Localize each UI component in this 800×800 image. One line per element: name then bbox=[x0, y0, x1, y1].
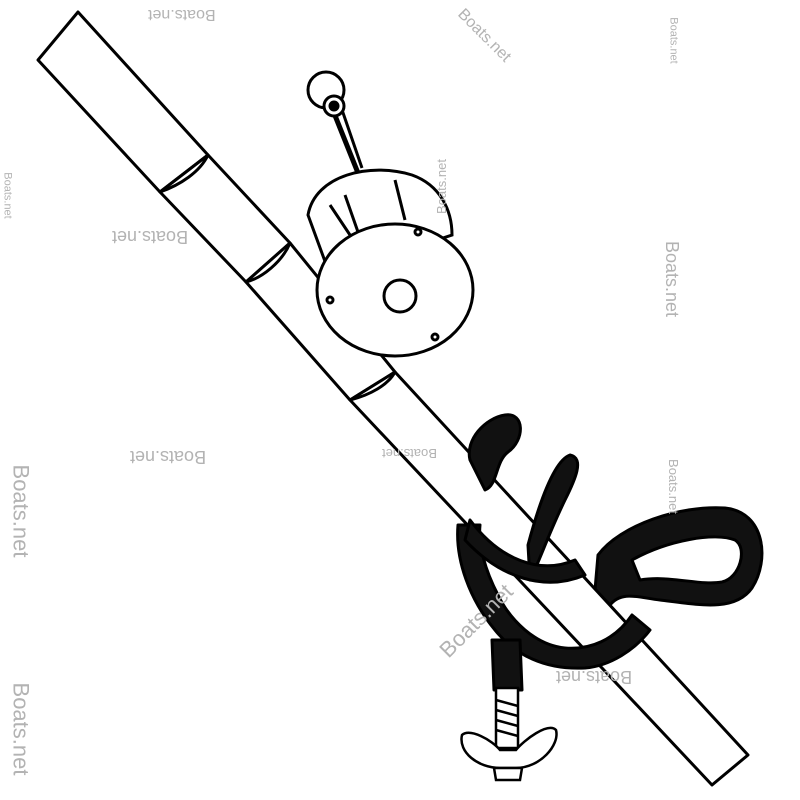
bolt bbox=[494, 686, 520, 750]
watermark: Boats.net bbox=[148, 6, 216, 23]
wing-nut-bolt bbox=[460, 686, 558, 782]
rod-holder-front bbox=[456, 413, 652, 692]
watermark: Boats.net bbox=[662, 240, 683, 318]
wing-nut bbox=[460, 726, 558, 770]
watermark: Boats.net bbox=[667, 17, 680, 64]
watermark: Boats.net bbox=[1, 172, 14, 219]
fishing-rod bbox=[36, 10, 750, 787]
reel-handle-arm bbox=[329, 107, 363, 179]
watermark: Boats.net bbox=[665, 459, 681, 514]
rod-grip bbox=[36, 10, 210, 194]
watermark: Boats.net bbox=[8, 682, 34, 776]
watermark: Boats.net bbox=[433, 159, 449, 214]
rod-holder-back bbox=[593, 506, 764, 607]
watermark: Boats.net bbox=[112, 227, 189, 247]
watermark: Boats.net bbox=[382, 446, 437, 461]
fishing-reel bbox=[306, 70, 475, 358]
watermark: Boats.net bbox=[8, 464, 34, 558]
watermark: Boats.net bbox=[130, 447, 207, 467]
watermark: Boats.net bbox=[556, 667, 633, 687]
